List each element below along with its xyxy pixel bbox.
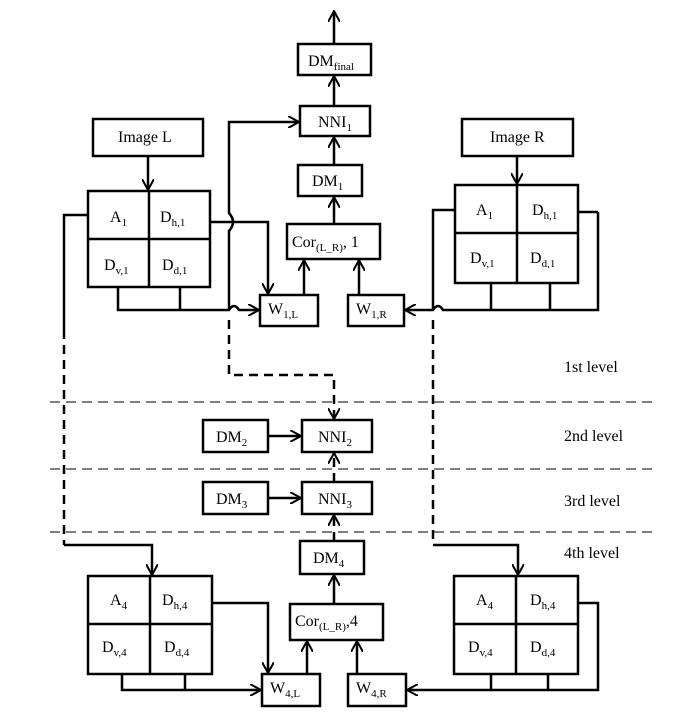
svg-text:W4,R: W4,R <box>356 680 387 700</box>
right-link-to-grid4 <box>433 543 518 574</box>
svg-text:A1: A1 <box>476 202 493 222</box>
left-link-to-grid4 <box>64 543 152 574</box>
left4-bottom-bus <box>120 674 260 690</box>
level-3-label: 3rd level <box>564 493 621 510</box>
level-2-label: 2nd level <box>564 428 624 445</box>
svg-text:NNI2: NNI2 <box>318 429 352 449</box>
svg-text:Dv,4: Dv,4 <box>102 639 127 659</box>
dm-final-node: DMfinal <box>296 42 373 77</box>
svg-text:A4: A4 <box>476 592 494 612</box>
right-subbands-level-4: A4 Dh,4 Dv,4 Dd,4 <box>452 574 580 676</box>
right4-bus-to-w4r <box>408 601 600 690</box>
dashed-left-to-nni2 <box>227 320 334 418</box>
svg-text:W1,R: W1,R <box>356 301 387 321</box>
svg-text:Cor(L_R), 1: Cor(L_R), 1 <box>292 234 359 254</box>
svg-text:Image L: Image L <box>118 129 172 146</box>
svg-text:Dd,1: Dd,1 <box>162 257 187 277</box>
left-dh-to-w1l <box>210 220 268 293</box>
image-l-node: Image L <box>91 117 205 158</box>
image-r-node: Image R <box>460 117 575 158</box>
dm-3-node: DM3 <box>201 480 270 516</box>
svg-text:Cor(L_R),4: Cor(L_R),4 <box>295 613 358 633</box>
svg-text:Dd,1: Dd,1 <box>530 250 555 270</box>
svg-text:Dh,4: Dh,4 <box>162 592 188 612</box>
svg-text:A4: A4 <box>110 592 128 612</box>
svg-text:Image R: Image R <box>490 129 545 146</box>
svg-text:DM4: DM4 <box>313 550 345 570</box>
nni-1-node: NNI1 <box>298 104 372 138</box>
dm-2-node: DM2 <box>201 418 270 454</box>
left-to-nni1 <box>227 122 298 310</box>
svg-text:Dv,1: Dv,1 <box>470 250 495 270</box>
w-1r-node: W1,R <box>346 293 406 328</box>
svg-text:Dv,1: Dv,1 <box>104 257 129 277</box>
level-4-label: 4th level <box>564 545 620 562</box>
w-4l-node: W4,L <box>260 672 322 708</box>
svg-text:Dh,4: Dh,4 <box>530 592 556 612</box>
w-1l-node: W1,L <box>258 293 320 328</box>
nni-2-node: NNI2 <box>300 418 374 454</box>
svg-text:DM3: DM3 <box>216 491 248 511</box>
svg-text:Dh,1: Dh,1 <box>532 202 557 222</box>
svg-text:NNI3: NNI3 <box>318 491 352 511</box>
svg-text:DM1: DM1 <box>312 173 343 193</box>
svg-text:W4,L: W4,L <box>270 680 300 700</box>
level-1-label: 1st level <box>564 359 618 376</box>
svg-text:DMfinal: DMfinal <box>308 53 354 73</box>
svg-text:Dv,4: Dv,4 <box>468 639 493 659</box>
left-bottom-bus <box>116 287 258 310</box>
svg-text:NNI1: NNI1 <box>318 114 352 134</box>
cor-4-node: Cor(L_R),4 <box>288 602 385 642</box>
left-a-link <box>62 213 88 330</box>
dm-1-node: DM1 <box>296 163 364 198</box>
svg-text:Dd,4: Dd,4 <box>164 639 190 659</box>
svg-text:A1: A1 <box>110 209 127 229</box>
svg-text:DM2: DM2 <box>216 429 247 449</box>
svg-text:Dd,4: Dd,4 <box>530 639 556 659</box>
cor-1-node: Cor(L_R), 1 <box>285 222 382 261</box>
right-a-link <box>431 208 455 310</box>
right-subbands-level-1: A1 Dh,1 Dv,1 Dd,1 <box>453 183 580 285</box>
left4-dh-to-w4l <box>212 601 268 672</box>
svg-text:Dh,1: Dh,1 <box>160 209 185 229</box>
dm-4-node: DM4 <box>298 539 366 576</box>
left-subbands-level-4: A4 Dh,4 Dv,4 Dd,4 <box>86 574 214 676</box>
left-subbands-level-1: A1 Dh,1 Dv,1 Dd,1 <box>86 189 212 289</box>
nni-3-node: NNI3 <box>300 480 374 516</box>
svg-text:W1,L: W1,L <box>268 301 298 321</box>
w-4r-node: W4,R <box>346 672 408 708</box>
